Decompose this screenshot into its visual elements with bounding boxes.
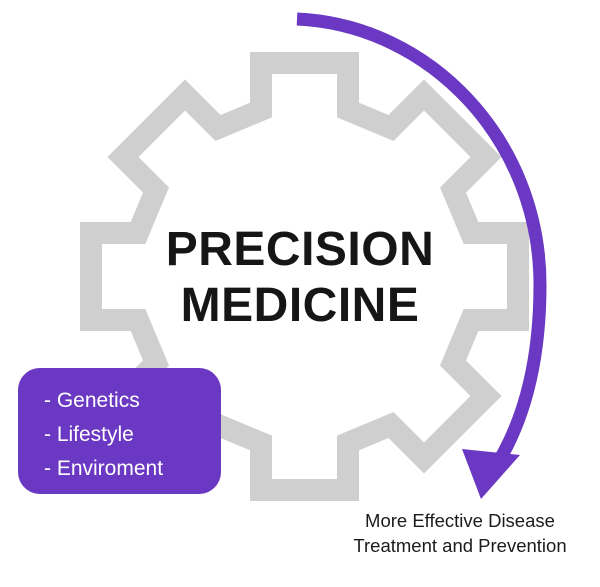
gear-icon — [80, 52, 529, 501]
curved-arrow-icon — [296, 12, 547, 499]
factor-item-lifestyle: - Lifestyle — [44, 423, 134, 446]
factor-item-genetics: - Genetics — [44, 389, 140, 412]
outcome-caption: More Effective Disease Treatment and Pre… — [330, 508, 590, 558]
factors-card: - Genetics - Lifestyle - Enviroment — [18, 368, 221, 494]
factor-item-enviroment: - Enviroment — [44, 457, 164, 480]
caption-line-1: More Effective Disease — [365, 510, 555, 531]
caption-line-2: Treatment and Prevention — [353, 535, 567, 556]
